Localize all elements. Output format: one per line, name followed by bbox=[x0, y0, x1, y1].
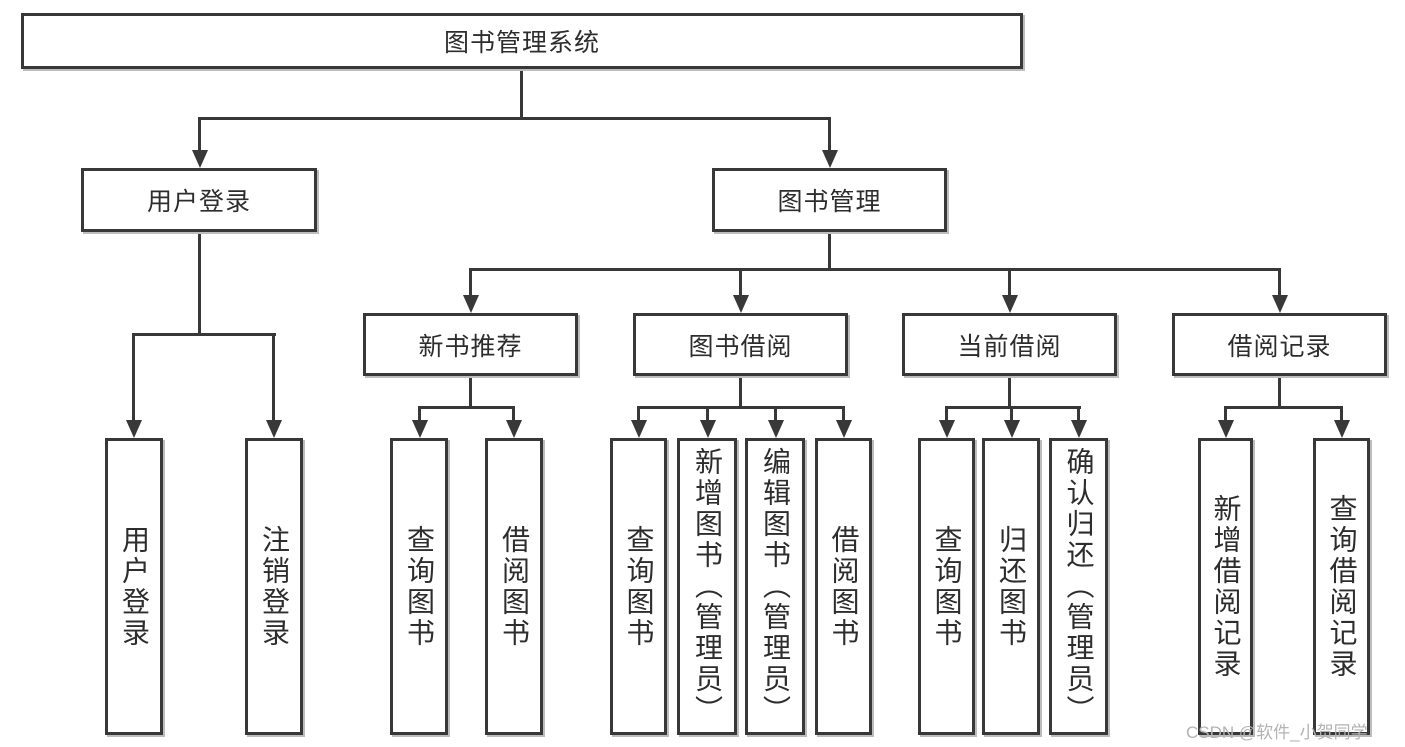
connector-stem-root bbox=[520, 69, 523, 119]
connector-rail-g5 bbox=[1224, 406, 1343, 409]
connector-rail-g2 bbox=[418, 406, 514, 409]
connector-arrow-g4-3 bbox=[1077, 406, 1080, 420]
node-new-book-rec-label: 新书推荐 bbox=[418, 332, 523, 361]
node-leaf-query-book-3: 查询图书 bbox=[918, 438, 975, 735]
connector-arrow-g5-2 bbox=[1340, 406, 1343, 420]
connector-arrow-new-book-rec bbox=[469, 268, 472, 295]
node-leaf-user-login-label: 用户登录 bbox=[119, 524, 150, 649]
node-leaf-confirm-return: 确认归还（管理员） bbox=[1049, 438, 1108, 735]
node-leaf-query-borrow-record-label: 查询借阅记录 bbox=[1326, 493, 1358, 680]
connector-stem-user-login bbox=[198, 232, 201, 336]
node-leaf-query-book-1: 查询图书 bbox=[390, 438, 448, 735]
connector-arrow-leaf-logout bbox=[272, 333, 275, 420]
connector-arrow-g3-1 bbox=[637, 406, 640, 420]
node-leaf-confirm-return-label: 确认归还（管理员） bbox=[1063, 447, 1095, 726]
connector-arrow-g4-2 bbox=[1010, 406, 1013, 420]
node-leaf-query-borrow-record: 查询借阅记录 bbox=[1313, 438, 1370, 735]
node-leaf-query-book-2-label: 查询图书 bbox=[623, 524, 655, 649]
connector-arrow-g5-1 bbox=[1224, 406, 1227, 420]
node-leaf-add-borrow-record: 新增借阅记录 bbox=[1198, 438, 1253, 735]
node-leaf-query-book-2: 查询图书 bbox=[610, 438, 667, 735]
node-leaf-edit-book: 编辑图书（管理员） bbox=[745, 438, 805, 735]
node-leaf-query-book-3-label: 查询图书 bbox=[931, 524, 963, 649]
node-leaf-add-book: 新增图书（管理员） bbox=[677, 438, 737, 735]
node-leaf-add-borrow-record-label: 新增借阅记录 bbox=[1210, 493, 1242, 680]
node-book-mgmt: 图书管理 bbox=[712, 168, 947, 232]
node-leaf-edit-book-label: 编辑图书（管理员） bbox=[760, 447, 791, 726]
node-current-borrow: 当前借阅 bbox=[902, 313, 1117, 376]
node-leaf-query-book-1-label: 查询图书 bbox=[404, 524, 435, 649]
connector-arrow-book-mgmt bbox=[828, 117, 831, 150]
connector-arrow-borrow-records bbox=[1278, 268, 1281, 295]
connector-stem-book-mgmt bbox=[828, 232, 831, 271]
node-leaf-return-book: 归还图书 bbox=[982, 438, 1040, 735]
node-new-book-rec: 新书推荐 bbox=[363, 313, 578, 376]
node-leaf-logout: 注销登录 bbox=[245, 438, 303, 735]
node-leaf-borrow-book-1: 借阅图书 bbox=[485, 438, 543, 735]
connector-stem-book-borrow bbox=[739, 376, 742, 409]
connector-stem-borrow-records bbox=[1278, 376, 1281, 409]
connector-arrow-g2-1 bbox=[418, 406, 421, 420]
connector-rail-level2 bbox=[469, 268, 1281, 271]
node-current-borrow-label: 当前借阅 bbox=[957, 332, 1062, 361]
node-root-label: 图书管理系统 bbox=[443, 29, 600, 57]
node-leaf-user-login: 用户登录 bbox=[105, 438, 163, 735]
csdn-watermark: CSDN @软件_小贺同学 bbox=[1186, 723, 1368, 742]
connector-arrow-g4-1 bbox=[945, 406, 948, 420]
node-book-borrow-label: 图书借阅 bbox=[688, 332, 793, 361]
node-leaf-borrow-book-2-label: 借阅图书 bbox=[828, 524, 860, 649]
node-borrow-records-label: 借阅记录 bbox=[1227, 332, 1332, 361]
connector-rail-level1 bbox=[198, 117, 831, 120]
node-user-login-label: 用户登录 bbox=[146, 188, 251, 216]
connector-rail-user-login bbox=[132, 333, 276, 336]
node-leaf-add-book-label: 新增图书（管理员） bbox=[692, 447, 723, 726]
connector-arrow-g3-4 bbox=[842, 406, 845, 420]
connector-arrow-user-login bbox=[198, 117, 201, 150]
node-leaf-return-book-label: 归还图书 bbox=[996, 524, 1027, 649]
connector-arrow-g3-3 bbox=[774, 406, 777, 420]
connector-rail-g4 bbox=[945, 406, 1081, 409]
connector-arrow-current-borrow bbox=[1008, 268, 1011, 295]
node-leaf-borrow-book-2: 借阅图书 bbox=[815, 438, 872, 735]
node-leaf-logout-label: 注销登录 bbox=[259, 524, 290, 649]
connector-arrow-leaf-user-login bbox=[132, 333, 135, 420]
connector-stem-new-book-rec bbox=[469, 376, 472, 409]
connector-arrow-g2-2 bbox=[512, 406, 515, 420]
connector-stem-current-borrow bbox=[1008, 376, 1011, 409]
connector-arrow-book-borrow bbox=[739, 268, 742, 295]
node-root: 图书管理系统 bbox=[21, 13, 1023, 69]
node-leaf-borrow-book-1-label: 借阅图书 bbox=[499, 524, 530, 649]
node-book-mgmt-label: 图书管理 bbox=[777, 188, 882, 216]
node-book-borrow: 图书借阅 bbox=[633, 313, 848, 376]
node-borrow-records: 借阅记录 bbox=[1172, 313, 1387, 376]
connector-arrow-g3-2 bbox=[706, 406, 709, 420]
node-user-login: 用户登录 bbox=[81, 168, 317, 232]
connector-rail-g3 bbox=[637, 406, 843, 409]
